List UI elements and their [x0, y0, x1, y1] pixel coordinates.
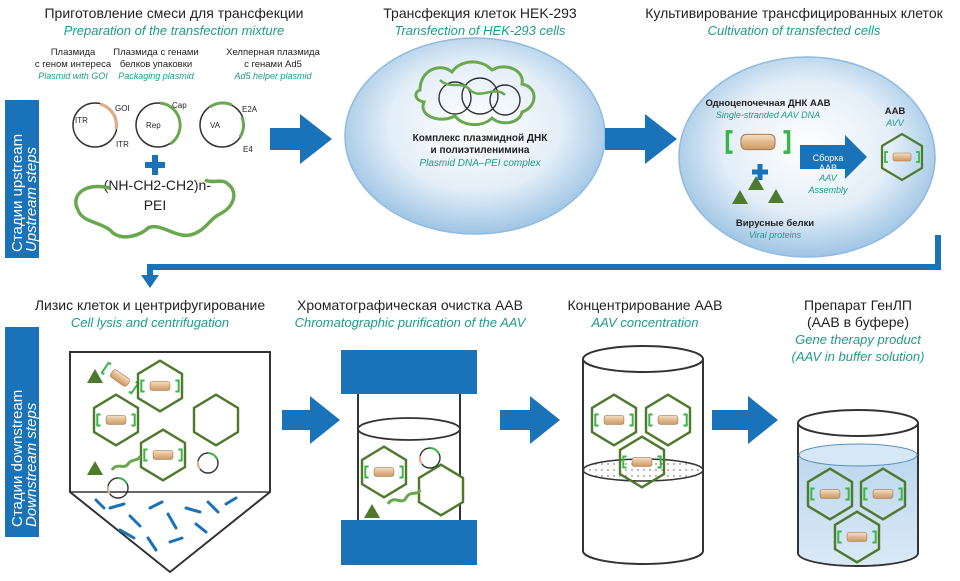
step3-title-ru: Культивирование трансфицированных клеток: [645, 5, 943, 21]
plasmid-helper-label-2: с генами Ad5: [244, 59, 302, 70]
step-chromatography: Хроматографическая очистка ААВ Chromatog…: [295, 297, 527, 565]
rep-label: Rep: [146, 121, 161, 130]
e2a-label: E2A: [242, 105, 258, 114]
step-lysis: Лизис клеток и центрифугирование Cell ly…: [35, 297, 271, 574]
step-concentration: Концентрирование ААВ AAV concentration: [568, 297, 723, 565]
step7-title-ru-1: Препарат ГенЛП: [804, 297, 912, 313]
plasmid-helper-label-1: Хелперная плазмида: [226, 47, 320, 58]
plasmid-helper-icon: VA E2A E4: [199, 101, 258, 154]
assembly-label-2: ААВ: [819, 163, 837, 173]
cap-label: Cap: [172, 101, 187, 110]
arrow-step6-to-step7: [712, 396, 778, 444]
plasmid-goi-label-2: с геном интереса: [35, 59, 112, 70]
buffer-solution: [799, 455, 917, 565]
step5-title-ru: Хроматографическая очистка ААВ: [297, 297, 523, 313]
plasmid-goi-label-1: Плазмида: [51, 47, 96, 58]
step2-title-en: Transfection of HEK-293 cells: [395, 23, 566, 38]
sidebar-upstream: Стадии upstream Upstream steps: [5, 100, 40, 258]
step-cultivation: Культивирование трансфицированных клеток…: [645, 5, 944, 258]
goi-label: GOI: [115, 104, 130, 113]
assembly-label-1: Сборка: [813, 153, 844, 163]
step6-title-ru: Концентрирование ААВ: [568, 297, 723, 313]
plasmid-pack-label-1: Плазмида с генами: [113, 47, 199, 58]
aav-label-en: AVV: [885, 118, 905, 128]
step7-title-en-2: (AAV in buffer solution): [792, 349, 925, 364]
sidebar-downstream-ru: Стадии downstream: [9, 390, 26, 527]
step7-title-en-1: Gene therapy product: [795, 332, 922, 347]
step4-title-ru: Лизис клеток и центрифугирование: [35, 297, 266, 313]
complex-label-1: Комплекс плазмидной ДНК: [413, 133, 549, 144]
step1-title-en: Preparation of the transfection mixture: [64, 23, 284, 38]
pei-formula: -(NH-CH2-CH2)n-: [99, 177, 211, 193]
ssdna-label: Одноцепочечная ДНК ААВ: [705, 98, 830, 109]
arrow-step2-to-step3: [605, 114, 677, 164]
sidebar-downstream: Стадии downstream Downstream steps: [5, 327, 40, 537]
complex-label-en: Plasmid DNA–PEI complex: [419, 158, 541, 169]
pei-polymer-icon: [74, 178, 236, 239]
assembly-label-en-1: AAV: [818, 173, 838, 183]
assembly-arrow: [800, 135, 867, 179]
plasmid-goi-icon: ITR GOI ITR: [72, 102, 130, 149]
plasmid-packaging-icon: Rep Cap: [135, 101, 187, 148]
step7-title-ru-2: (ААВ в буфере): [807, 314, 909, 330]
assembly-label-en-2: Assembly: [807, 185, 848, 195]
e4-label: E4: [243, 145, 253, 154]
pei-label: PEI: [144, 197, 167, 213]
step-product: Препарат ГенЛП (ААВ в буфере) Gene thera…: [792, 297, 925, 567]
arrow-upstream-to-downstream: [147, 235, 941, 275]
step-transfection: Трансфекция клеток HEK-293 Transfection …: [344, 5, 606, 235]
dna-pei-complex-icon: [414, 60, 536, 126]
step1-title-ru: Приготовление смеси для трансфекции: [44, 5, 303, 21]
arrow-step4-to-step5: [282, 396, 340, 444]
plus-icon: [145, 155, 165, 175]
itr-label-2: ITR: [116, 140, 129, 149]
plasmid-goi-label-en: Plasmid with GOI: [38, 71, 108, 81]
va-label: VA: [210, 121, 221, 130]
step5-title-en: Chromatographic purification of the AAV: [295, 315, 527, 330]
aav-label: ААВ: [885, 106, 906, 117]
complex-label-2: и полиэтиленимина: [431, 145, 530, 156]
sidebar-downstream-en: Downstream steps: [23, 402, 40, 527]
plasmid-pack-label-en: Packaging plasmid: [118, 71, 195, 81]
sidebar-upstream-ru: Стадии upstream: [9, 134, 26, 252]
step-preparation: Приготовление смеси для трансфекции Prep…: [35, 5, 321, 239]
plus-icon-2: [752, 164, 768, 180]
itr-label-1: ITR: [75, 116, 88, 125]
column-bottom-cap: [341, 520, 477, 565]
column-top-cap: [341, 350, 477, 394]
arrow-step1-to-step2: [270, 114, 332, 164]
viral-proteins-label-en: Viral proteins: [749, 230, 802, 240]
arrow-upstream-to-downstream-head: [141, 275, 159, 288]
dna-fragment-icon: [110, 455, 142, 471]
plasmid-helper-label-en: Ad5 helper plasmid: [233, 71, 312, 81]
dna-fragment-icon: [386, 489, 422, 505]
cell-debris-icon: [94, 496, 238, 552]
step6-title-en: AAV concentration: [591, 315, 699, 330]
ssdna-label-en: Single-stranded AAV DNA: [716, 110, 820, 120]
step3-title-en: Cultivation of transfected cells: [708, 23, 881, 38]
sidebar-upstream-en: Upstream steps: [23, 146, 40, 252]
step4-title-en: Cell lysis and centrifugation: [71, 315, 229, 330]
viral-proteins-label: Вирусные белки: [736, 218, 814, 229]
arrow-step5-to-step6: [500, 396, 560, 444]
step2-title-ru: Трансфекция клеток HEK-293: [383, 5, 577, 21]
plasmid-pack-label-2: белков упаковки: [120, 59, 192, 70]
